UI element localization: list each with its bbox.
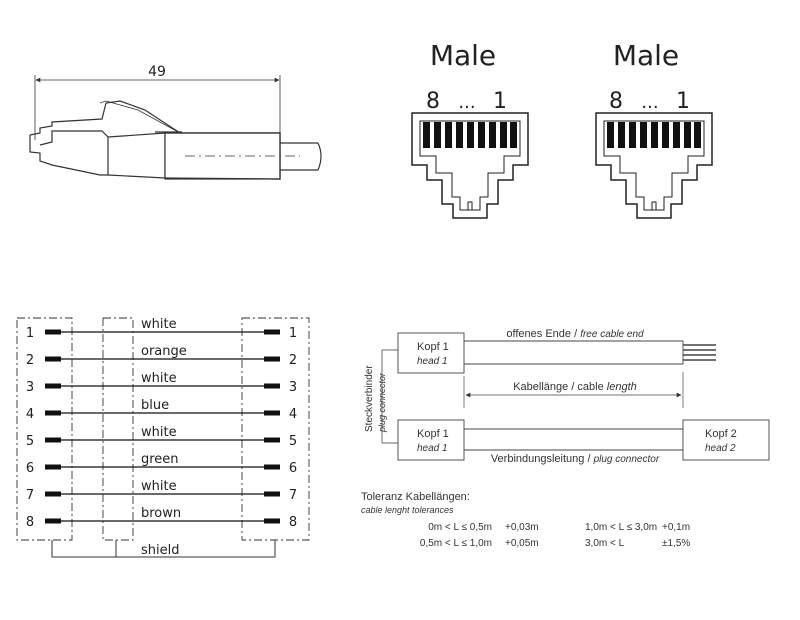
pin-contact-right [264,518,280,524]
side-label: Steckverbinder [364,365,375,432]
pin-right-label: 1 [493,89,507,114]
connection-cable-label: Verbindungsleitung / plug connector [491,453,660,465]
cable-length-label: Kabellänge / cable length [513,381,637,393]
pin-number-left: 3 [26,380,34,395]
side-label-en: plug connector [377,372,387,433]
shield-label: shield [141,543,180,558]
pin-contact-left [45,518,61,524]
pin-contact-right [264,383,280,389]
pin-number-left: 7 [26,488,34,503]
pin-number-right: 7 [289,488,297,503]
tolerance-value: +0,1m [662,522,690,533]
pin-left-label: 8 [426,89,440,114]
pin-number-right: 1 [289,326,297,341]
pin-left-label: 8 [609,89,623,114]
pin-contact-left [45,437,61,443]
head2-en-label: head 2 [705,443,736,454]
pin-contact-right [264,491,280,497]
wire-color-label: orange [141,344,187,359]
pin-contact-right [264,437,280,443]
pin-number-right: 2 [289,353,297,368]
wire-color-label: brown [141,506,181,521]
pin-number-right: 6 [289,461,297,476]
tolerance-subtitle: cable lenght tolerances [361,505,454,515]
free-end-label: offenes Ende / free cable end [506,328,644,340]
pin-right-label: 1 [676,89,690,114]
tolerance-range: 3,0m < L [585,538,625,549]
tolerance-title: Toleranz Kabellängen: [361,491,470,503]
pin-contact-right [264,356,280,362]
shield-line [51,540,276,558]
pin-ellipsis: ... [458,92,475,113]
head1-en-label: head 1 [417,443,448,454]
wire-color-label: blue [141,398,169,413]
pin-number-left: 6 [26,461,34,476]
tolerance-value: +0,03m [505,522,539,533]
wire-color-label: green [141,452,179,467]
pin-contact-right [264,410,280,416]
pin-number-right: 5 [289,434,297,449]
wire-color-label: white [141,317,177,332]
dimension-label: 49 [148,64,166,80]
head2-label: Kopf 2 [705,428,737,440]
pin-number-right: 3 [289,380,297,395]
pin-contact-right [264,464,280,470]
male-connector-2 [595,112,713,219]
wiring-diagram: 1 1 white 2 2 orange 3 3 white 4 4 blue 5 5 white 6 6 gre… [26,317,297,530]
tolerance-value: +0,05m [505,538,539,549]
pin-number-left: 8 [26,515,34,530]
tolerance-range: 0m < L ≤ 0,5m [428,522,492,533]
wire-color-label: white [141,479,177,494]
tolerance-range: 1,0m < L ≤ 3,0m [585,522,657,533]
pin-ellipsis: ... [641,92,658,113]
wiring-frames [16,317,310,541]
tolerance-value: ±1,5% [662,538,690,549]
pin-contact-left [45,356,61,362]
pin-number-left: 1 [26,326,34,341]
pin-number-left: 2 [26,353,34,368]
tolerance-range: 0,5m < L ≤ 1,0m [420,538,492,549]
pin-contact-left [45,329,61,335]
male-connector-1 [411,112,529,219]
head1-label: Kopf 1 [417,341,449,353]
pin-contact-left [45,491,61,497]
pin-contact-left [45,383,61,389]
pin-number-right: 8 [289,515,297,530]
cable-diagram [381,332,770,461]
wire-color-label: white [141,425,177,440]
head1-label: Kopf 1 [417,428,449,440]
connector-title: Male [430,39,496,72]
wire-color-label: white [141,371,177,386]
pin-number-left: 4 [26,407,34,422]
plug-side-view [29,75,322,180]
head1-en-label: head 1 [417,356,448,367]
connector-title: Male [613,39,679,72]
pin-contact-left [45,410,61,416]
pin-number-right: 4 [289,407,297,422]
pin-number-left: 5 [26,434,34,449]
pin-contact-right [264,329,280,335]
pin-contact-left [45,464,61,470]
